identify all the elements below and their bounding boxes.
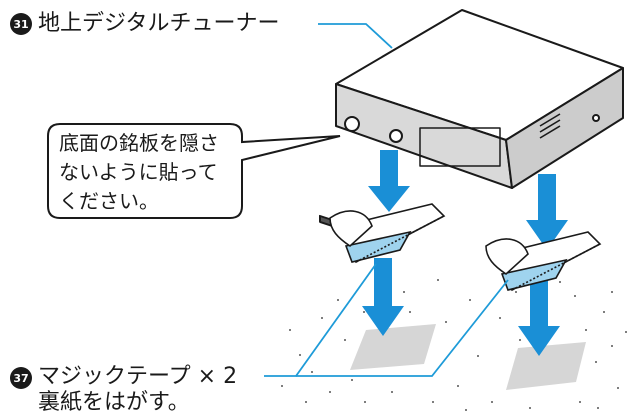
velcro-strip-left bbox=[329, 203, 446, 264]
device-side bbox=[505, 67, 624, 189]
front-knob-right bbox=[389, 129, 403, 143]
callout-line-3: ください。 bbox=[59, 189, 159, 213]
callout-line-1: 底面の銘板を隠さ bbox=[59, 131, 219, 155]
attach-arrows bbox=[362, 150, 568, 356]
side-port bbox=[592, 114, 600, 122]
tuner-device bbox=[319, 9, 624, 229]
arrow-left-upper bbox=[368, 150, 410, 212]
tape-instruction: 裏紙をはがす。 bbox=[38, 390, 190, 415]
tape-leader-right bbox=[296, 279, 509, 377]
velcro-strip-right bbox=[485, 231, 602, 292]
floor-pad-left bbox=[350, 324, 436, 370]
callout-text: 底面の銘板を隠さ ないように貼って ください。 bbox=[47, 123, 243, 218]
leader-lines bbox=[264, 23, 509, 377]
tape-number-badge: 37 bbox=[10, 367, 32, 389]
tuner-number-badge: 31 bbox=[10, 13, 32, 35]
front-knob-left bbox=[344, 116, 360, 132]
callout-line-2: ないように貼って bbox=[59, 160, 218, 184]
arrow-right-upper bbox=[526, 174, 568, 250]
side-vents bbox=[539, 113, 561, 139]
tuner-label: 地上デジタルチューナー bbox=[38, 11, 280, 36]
arrow-left-lower bbox=[362, 258, 404, 336]
floor-pad-right bbox=[506, 342, 586, 390]
callout-bubble bbox=[47, 123, 341, 219]
arrow-right-lower bbox=[518, 274, 560, 356]
tuner-leader bbox=[318, 23, 393, 49]
front-panel-window bbox=[419, 127, 501, 167]
tape-label: マジックテープ × 2 bbox=[38, 364, 238, 389]
